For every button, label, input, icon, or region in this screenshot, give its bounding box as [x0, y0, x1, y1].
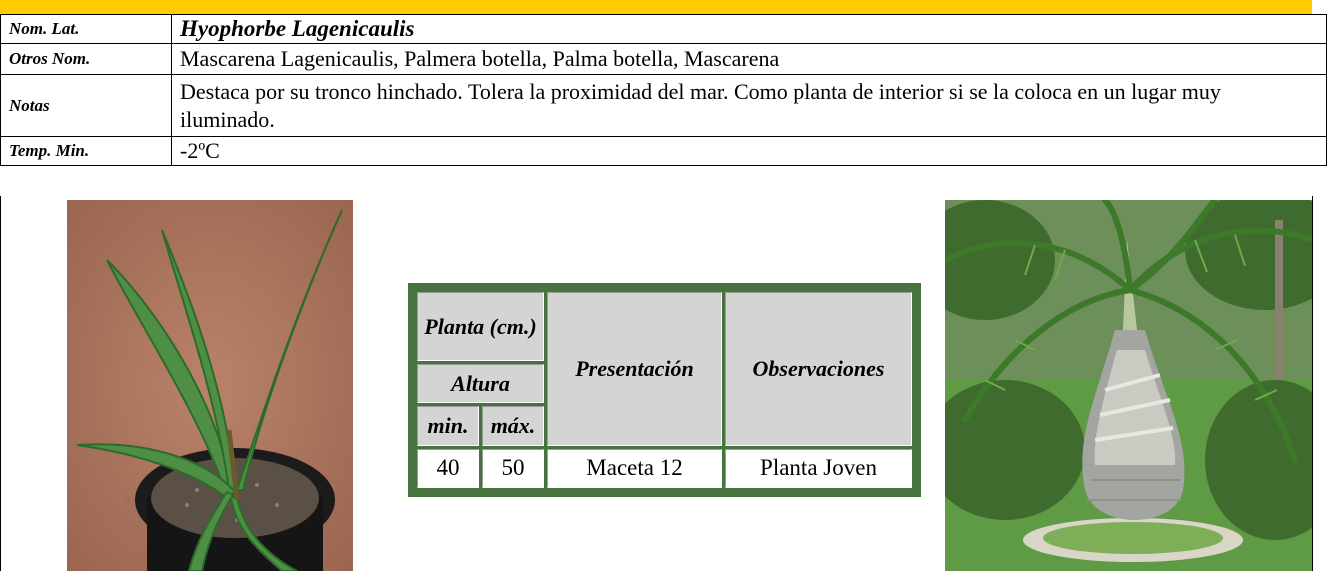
label-notes: Notas: [0, 74, 172, 137]
mature-palm-photo: [945, 200, 1313, 571]
header-observaciones: Observaciones: [725, 292, 912, 446]
cell-presentacion: Maceta 12: [547, 448, 722, 488]
notes: Destaca por su tronco hinchado. Tolera l…: [171, 74, 1327, 137]
sizes-table: Planta (cm.) Presentación Observaciones …: [414, 289, 915, 491]
label-min-temp: Temp. Min.: [0, 136, 172, 166]
cell-max: 50: [482, 448, 544, 488]
header-altura: Altura: [417, 364, 544, 404]
section-right-border: [1312, 196, 1313, 571]
info-row-latin-name: Nom. Lat. Hyophorbe Lagenicaulis: [0, 14, 1327, 44]
label-latin-name: Nom. Lat.: [0, 14, 172, 44]
plant-info-table: Nom. Lat. Hyophorbe Lagenicaulis Otros N…: [0, 14, 1327, 166]
latin-name: Hyophorbe Lagenicaulis: [171, 14, 1327, 44]
label-other-names: Otros Nom.: [0, 43, 172, 75]
info-row-notes: Notas Destaca por su tronco hinchado. To…: [0, 74, 1327, 137]
min-temp: -2ºC: [171, 136, 1327, 166]
other-names: Mascarena Lagenicaulis, Palmera botella,…: [171, 43, 1327, 75]
header-planta: Planta (cm.): [417, 292, 544, 362]
header-presentacion: Presentación: [547, 292, 722, 446]
cell-observaciones: Planta Joven: [725, 448, 912, 488]
section-left-border: [0, 196, 1, 571]
sizes-table-frame: Planta (cm.) Presentación Observaciones …: [408, 283, 921, 497]
info-row-min-temp: Temp. Min. -2ºC: [0, 136, 1327, 166]
cell-min: 40: [417, 448, 479, 488]
header-max: máx.: [482, 406, 544, 446]
header-min: min.: [417, 406, 479, 446]
top-accent-bar: [0, 0, 1327, 14]
seedling-photo: [67, 200, 353, 571]
info-row-other-names: Otros Nom. Mascarena Lagenicaulis, Palme…: [0, 43, 1327, 75]
